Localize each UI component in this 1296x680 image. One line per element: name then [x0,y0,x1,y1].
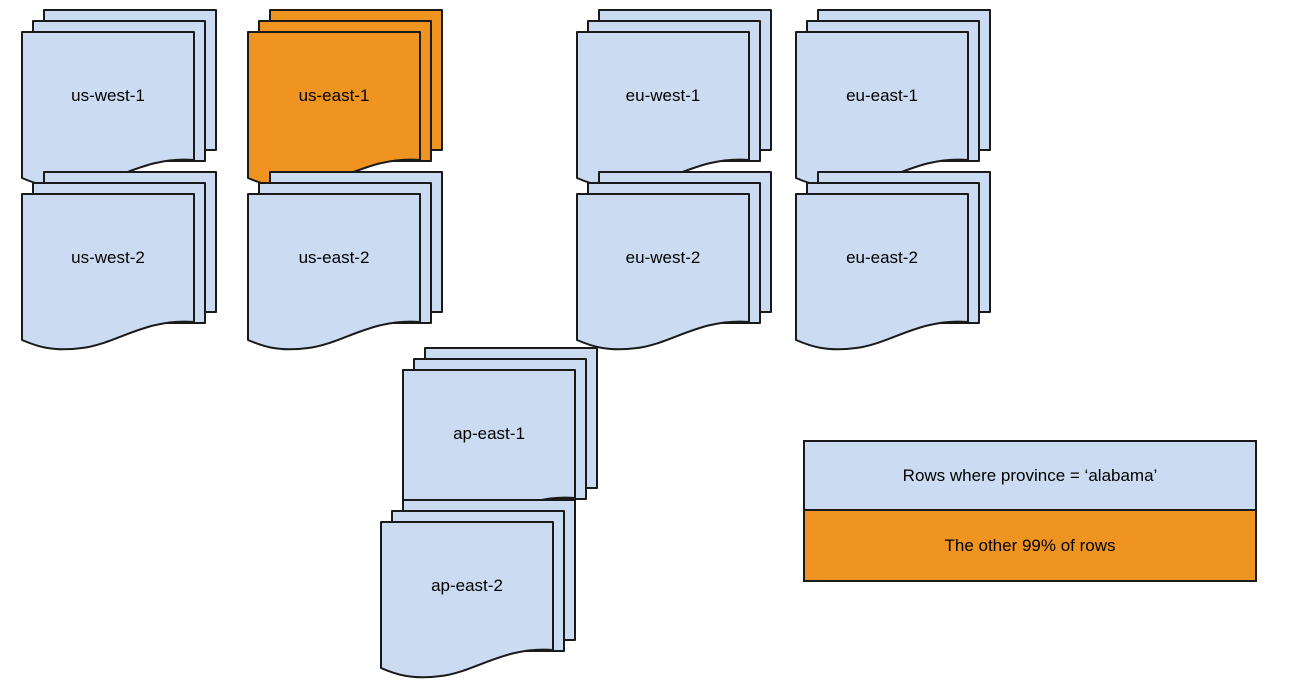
legend-row-orange: The other 99% of rows [805,511,1255,580]
data-stack-ap-east-2[interactable] [380,499,576,679]
stack-card-front [21,31,195,189]
data-stack-us-west-1[interactable] [21,9,217,189]
legend-label-blue: Rows where province = ‘alabama’ [902,465,1158,485]
legend-label-orange: The other 99% of rows [944,535,1116,555]
stack-card-front [576,31,750,189]
legend-row-blue: Rows where province = ‘alabama’ [805,442,1255,511]
legend: Rows where province = ‘alabama’ The othe… [803,440,1257,582]
data-stack-us-east-2[interactable] [247,171,443,351]
stack-card-front [795,31,969,189]
stack-card-front [576,193,750,351]
data-stack-eu-west-2[interactable] [576,171,772,351]
stack-card-front [247,193,421,351]
stack-card-front [21,193,195,351]
stack-card-front [380,521,554,679]
stack-card-front [795,193,969,351]
data-stack-ap-east-1[interactable] [402,347,598,527]
data-stack-us-east-1[interactable] [247,9,443,189]
data-stack-eu-east-1[interactable] [795,9,991,189]
data-stack-us-west-2[interactable] [21,171,217,351]
stack-card-front [247,31,421,189]
data-stack-eu-east-2[interactable] [795,171,991,351]
data-stack-eu-west-1[interactable] [576,9,772,189]
